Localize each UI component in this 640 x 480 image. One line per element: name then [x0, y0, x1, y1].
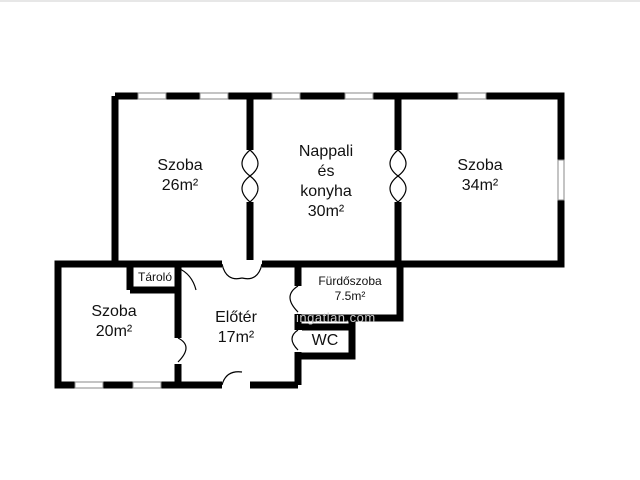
door-swings — [177, 149, 407, 386]
room-name-line-3: konyha — [300, 183, 352, 200]
room-name: Szoba — [91, 303, 137, 320]
room-area: 30m² — [307, 203, 345, 220]
room-name: Fürdőszoba — [318, 274, 382, 288]
room-name: Tároló — [137, 270, 172, 284]
room-label-szoba-20: Szoba 20m² — [74, 302, 154, 342]
room-name: Előtér — [215, 309, 257, 326]
room-name: WC — [311, 332, 339, 349]
room-label-tarolo: Tároló — [133, 270, 177, 285]
room-label-szoba-26: Szoba 26m² — [140, 156, 220, 196]
watermark: ingatlan.com — [296, 310, 376, 325]
room-label-furdoszoba: Fürdőszoba 7.5m² — [302, 274, 398, 304]
room-label-eloter: Előtér 17m² — [196, 308, 276, 348]
room-name: Szoba — [457, 157, 503, 174]
room-label-wc: WC — [300, 331, 350, 351]
room-area: 17m² — [217, 329, 255, 346]
windows — [74, 92, 565, 389]
room-name-line-2: és — [317, 163, 335, 180]
room-area: 20m² — [95, 323, 133, 340]
room-label-szoba-34: Szoba 34m² — [440, 156, 520, 196]
room-area: 26m² — [161, 177, 199, 194]
room-label-nappali: Nappali és konyha 30m² — [278, 142, 374, 222]
room-name-line-1: Nappali — [298, 143, 354, 160]
room-area: 7.5m² — [334, 289, 366, 303]
room-name: Szoba — [157, 157, 203, 174]
room-area: 34m² — [461, 177, 499, 194]
